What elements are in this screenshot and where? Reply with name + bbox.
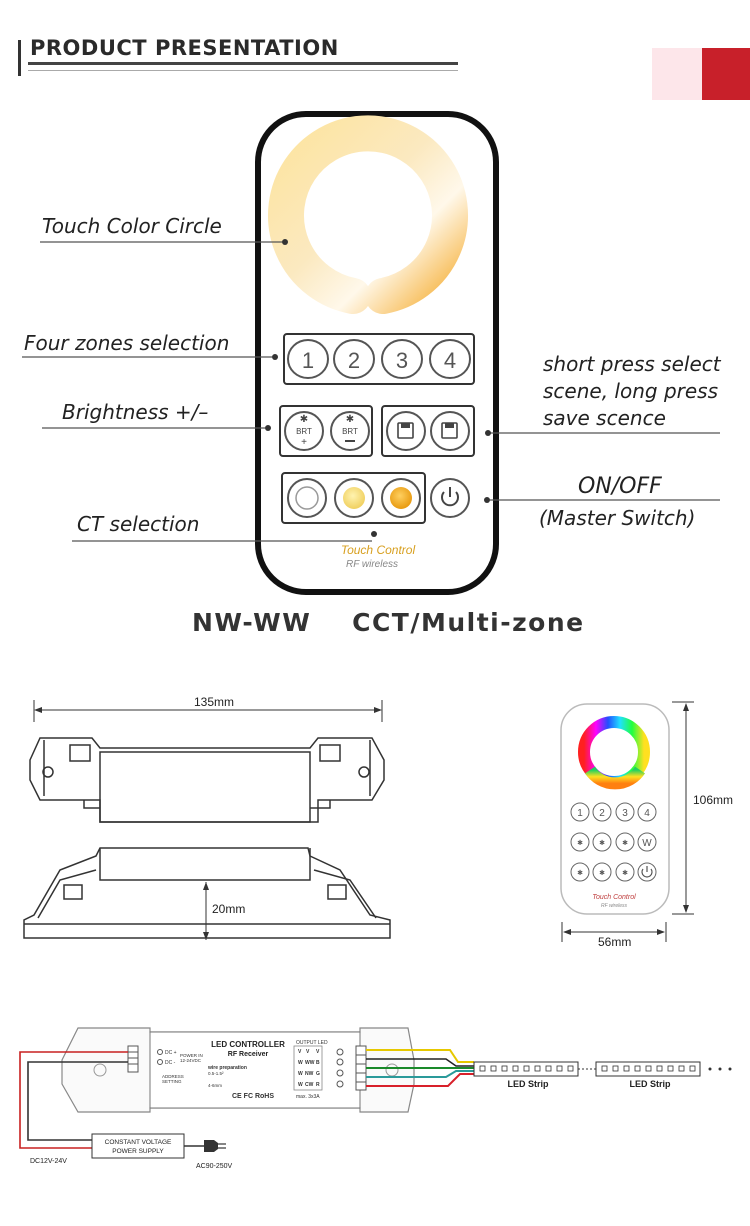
psu-label-1: CONSTANT VOLTAGE	[105, 1139, 172, 1146]
touch-color-circle	[268, 115, 468, 314]
zone-label-4: 4	[444, 348, 456, 373]
product-subtitle: NW-WW CCT/Multi-zone	[192, 608, 585, 637]
out-r3c0: W	[298, 1082, 303, 1088]
zone-label-3: 3	[396, 348, 408, 373]
page-title: PRODUCT PRESENTATION	[30, 36, 339, 60]
zone-button-3	[381, 339, 423, 379]
out-r3c2: R	[316, 1082, 320, 1088]
header-left-bar	[18, 40, 21, 76]
svg-text:+: +	[301, 437, 307, 448]
svg-text:✱: ✱	[346, 414, 354, 425]
small-remote-brand: Touch Control	[592, 894, 636, 901]
small-zone-4: 4	[644, 808, 650, 819]
out-r3c1: CW	[305, 1082, 314, 1088]
power-in-voltage: 12-24VDC	[180, 1058, 202, 1063]
remote-brand-sub: RF wireless	[346, 559, 398, 570]
title-underline	[28, 62, 458, 65]
remote-width-label: 56mm	[598, 935, 632, 949]
callout-ct-selection: CT selection	[77, 512, 200, 536]
zone-button-1	[287, 339, 329, 379]
dc-input-label: DC12V-24V	[30, 1158, 67, 1165]
accent-block-pink	[652, 48, 702, 100]
zone-button-4	[429, 339, 471, 379]
dc-plus-label: DC +	[165, 1050, 177, 1056]
out-r1c2: B	[316, 1060, 320, 1066]
power-in-label: POWER IN	[180, 1053, 203, 1058]
wire-prep-2: 4-6mm	[208, 1083, 222, 1088]
callout-brightness: Brightness +/–	[62, 400, 209, 424]
wire-prep-label: wire preparation	[207, 1065, 247, 1071]
svg-text:✱: ✱	[622, 869, 628, 877]
scene-button-1	[386, 411, 426, 451]
controller-top-view	[29, 737, 385, 823]
height-dimension-label: 20mm	[212, 902, 246, 916]
zone-buttons-box	[283, 333, 475, 385]
callout-onoff: ON/OFF	[578, 474, 662, 499]
remote-brand: Touch Control	[341, 543, 416, 557]
small-remote-drawing: 1 2 3 4 ✱ ✱ ✱ W ✱ ✱ ✱ Touch Control RF w…	[560, 701, 694, 942]
zone-button-2	[333, 339, 375, 379]
setting-label: SETTING	[162, 1079, 182, 1084]
out-r1c1: WW	[305, 1060, 315, 1066]
cert-marks: CE FC RoHS	[232, 1093, 274, 1100]
callout-master-switch: (Master Switch)	[539, 506, 696, 530]
out-r2c1: NW	[305, 1071, 314, 1077]
ct-button-warm	[381, 478, 421, 518]
brt-up-label: BRT	[296, 427, 312, 436]
power-button	[430, 478, 470, 518]
wire-prep-1: 0.5-1.5²	[208, 1071, 224, 1076]
brt-down-label: BRT	[342, 427, 358, 436]
callout-scene-line-3: save scence	[543, 406, 666, 430]
length-dimension-label: 135mm	[194, 695, 235, 709]
out-r2c0: W	[298, 1071, 303, 1077]
dc-minus-label: DC -	[165, 1060, 176, 1066]
output-led-label: OUTPUT LED	[296, 1040, 328, 1046]
brightness-down-button: ✱ BRT	[330, 411, 370, 451]
callout-scene-line-1: short press select	[543, 352, 721, 376]
callout-touch-color-circle: Touch Color Circle	[42, 214, 222, 238]
ac-plug-icon	[204, 1140, 218, 1152]
scene-button-2	[430, 411, 470, 451]
small-zone-2: 2	[599, 808, 605, 819]
controller-dimension-drawing	[23, 700, 391, 940]
out-r2c2: G	[316, 1071, 320, 1077]
callout-four-zones: Four zones selection	[24, 331, 230, 355]
zone-label-2: 2	[348, 348, 360, 373]
led-strip-2-label: LED Strip	[629, 1079, 671, 1089]
brightness-up-button: ✱ BRT +	[284, 411, 324, 451]
svg-text:✱: ✱	[577, 869, 583, 877]
out-r0c1: V	[306, 1049, 310, 1055]
small-remote-brand-sub: RF wireless	[601, 903, 628, 909]
svg-text:✱: ✱	[599, 869, 605, 877]
small-zone-1: 1	[577, 808, 583, 819]
small-zone-3: 3	[622, 808, 628, 819]
controller-side-view	[23, 847, 391, 939]
controller-title: LED CONTROLLER	[211, 1040, 285, 1049]
svg-text:✱: ✱	[300, 414, 308, 425]
out-r0c0: V	[298, 1049, 302, 1055]
out-r0c2: V	[316, 1049, 320, 1055]
remote-diagram: 1 2 3 4 ✱ BRT + ✱ BRT Touch Control RF w…	[22, 111, 720, 595]
ct-button-cool	[287, 478, 327, 518]
ct-button-neutral	[334, 478, 374, 518]
ac-input-label: AC90-250V	[196, 1163, 233, 1170]
small-w-label: W	[642, 838, 652, 849]
svg-text:✱: ✱	[599, 839, 605, 847]
zone-label-1: 1	[302, 348, 314, 373]
callout-scene-line-2: scene, long press	[543, 379, 718, 403]
svg-text:✱: ✱	[622, 839, 628, 847]
max-current-label: max. 3x3A	[296, 1094, 320, 1100]
led-strip-1-label: LED Strip	[507, 1079, 549, 1089]
accent-block-red	[702, 48, 750, 100]
address-label: ADDRESS	[162, 1074, 184, 1079]
out-r1c0: W	[298, 1060, 303, 1066]
controller-subtitle: RF Receiver	[228, 1051, 269, 1058]
wiring-diagram: LED CONTROLLER RF Receiver DC + DC - POW…	[19, 1027, 732, 1170]
psu-label-2: POWER SUPPLY	[112, 1148, 164, 1155]
svg-text:✱: ✱	[577, 839, 583, 847]
power-supply-box	[91, 1133, 185, 1159]
remote-height-label: 106mm	[693, 793, 734, 807]
title-underline-thin	[28, 70, 458, 71]
